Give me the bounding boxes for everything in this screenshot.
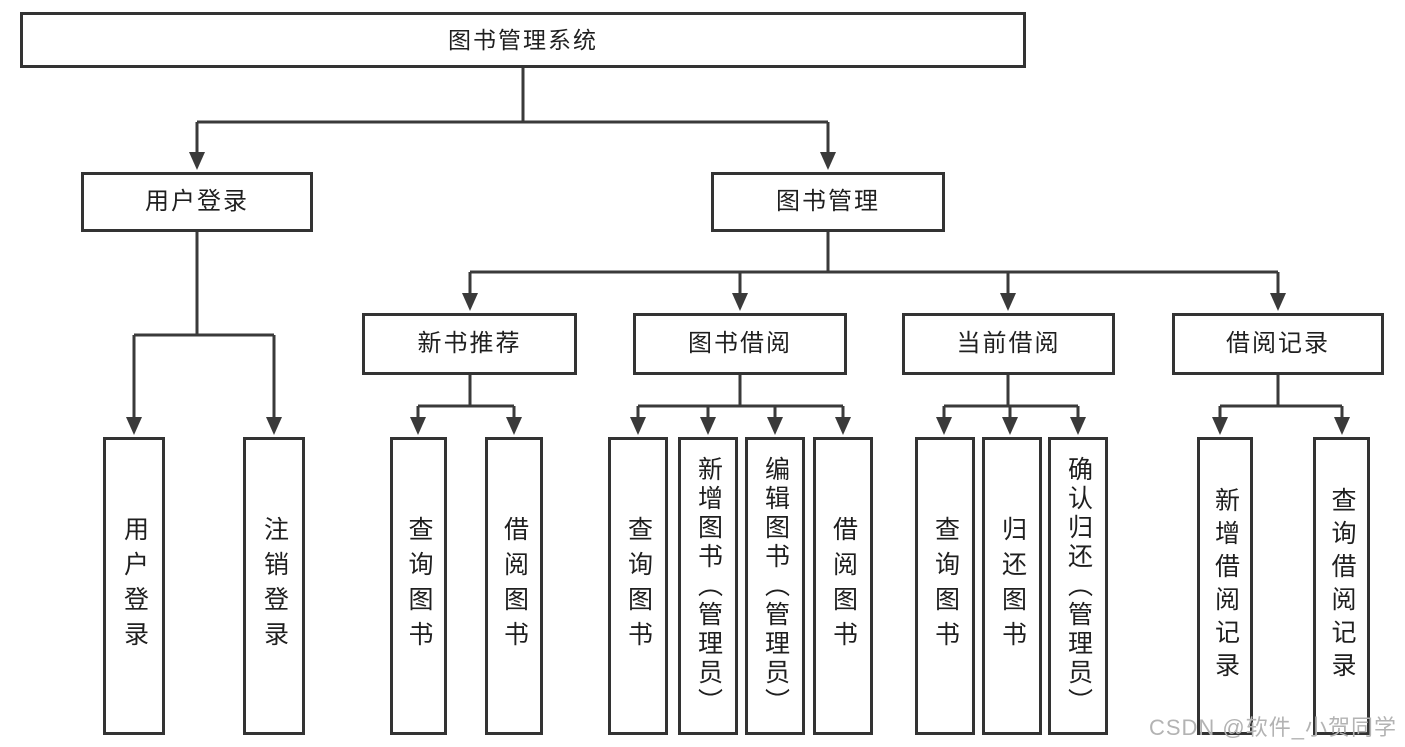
node-new-book-recommend: 新书推荐 — [362, 313, 577, 375]
node-book-management: 图书管理 — [711, 172, 945, 232]
node-library-management-system: 图书管理系统 — [20, 12, 1026, 68]
leaf-query-books: 查询图书 — [915, 437, 975, 735]
node-borrow-records: 借阅记录 — [1172, 313, 1384, 375]
node-current-borrow: 当前借阅 — [902, 313, 1115, 375]
leaf-logout: 注销登录 — [243, 437, 305, 735]
arrowheads — [126, 152, 1350, 435]
node-book-borrow: 图书借阅 — [633, 313, 847, 375]
leaf-return-books: 归还图书 — [982, 437, 1042, 735]
leaf-confirm-return-admin: 确认归还（管理员） — [1048, 437, 1108, 735]
leaf-add-borrow-record: 新增借阅记录 — [1197, 437, 1253, 735]
node-user-login: 用户登录 — [81, 172, 313, 232]
leaf-query-books: 查询图书 — [390, 437, 447, 735]
csdn-watermark: CSDN @软件_小贺同学 — [1148, 715, 1397, 740]
leaf-add-book-admin: 新增图书（管理员） — [678, 437, 738, 735]
leaf-borrow-books: 借阅图书 — [485, 437, 543, 735]
leaf-edit-book-admin: 编辑图书（管理员） — [745, 437, 805, 735]
leaf-user-login: 用户登录 — [103, 437, 165, 735]
leaf-borrow-books: 借阅图书 — [813, 437, 873, 735]
leaf-query-books: 查询图书 — [608, 437, 668, 735]
leaf-query-borrow-record: 查询借阅记录 — [1313, 437, 1370, 735]
